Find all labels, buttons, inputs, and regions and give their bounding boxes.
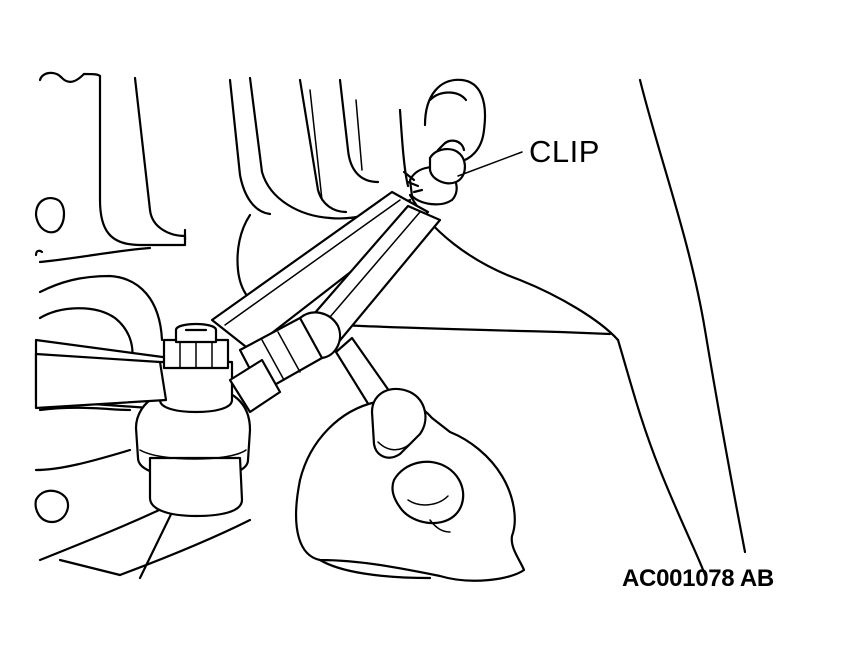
tie-rod-end	[134, 322, 282, 518]
wrench	[34, 336, 394, 412]
hand	[295, 387, 526, 582]
tie-rod	[210, 190, 430, 352]
boot-clip	[402, 139, 466, 206]
steering-knuckle-housing	[34, 71, 747, 580]
clip-callout-label: CLIP	[529, 134, 600, 169]
clip-leader-line	[457, 151, 523, 177]
figure-code: AC001078 AB	[622, 565, 774, 592]
